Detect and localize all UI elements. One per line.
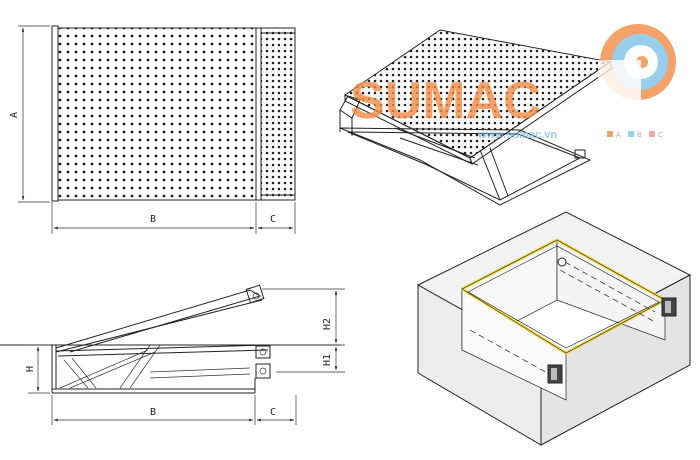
dimension-h1-label: H1 <box>322 354 333 366</box>
top-view: A B C <box>9 25 296 234</box>
svg-text:C: C <box>658 132 663 139</box>
dimension-h-label: H <box>25 366 36 372</box>
top-view-deck <box>57 27 257 201</box>
dimension-c-label-side: C <box>270 407 276 418</box>
isometric-leveler <box>339 29 613 206</box>
top-view-divider <box>255 27 262 201</box>
dimension-b-label-side: B <box>150 407 156 418</box>
top-view-lip-plate <box>260 27 296 201</box>
dimension-bc-top: B C <box>51 202 296 234</box>
side-view: H H2 H1 B C <box>0 284 345 425</box>
watermark-legend: A B C <box>607 131 663 139</box>
svg-text:A: A <box>616 132 621 139</box>
svg-text:B: B <box>637 132 642 139</box>
watermark-brand: SUMAC <box>350 72 541 130</box>
dimension-a-label: A <box>9 112 20 118</box>
watermark: SUMAC www.sumac.vn A B C <box>350 24 676 141</box>
top-view-lip <box>51 25 59 202</box>
dimension-h2-label: H2 <box>322 318 333 330</box>
dimension-bc-side: B C <box>51 395 297 425</box>
dimension-a: A <box>9 25 50 203</box>
dimension-c-label-top: C <box>270 214 276 225</box>
dimension-b-label-top: B <box>150 214 156 225</box>
watermark-url: www.sumac.vn <box>477 129 557 141</box>
pit-view <box>416 211 692 446</box>
dimension-h1-h2: H2 H1 <box>262 288 345 373</box>
dimension-h: H <box>25 344 50 394</box>
watermark-logo <box>598 24 676 100</box>
